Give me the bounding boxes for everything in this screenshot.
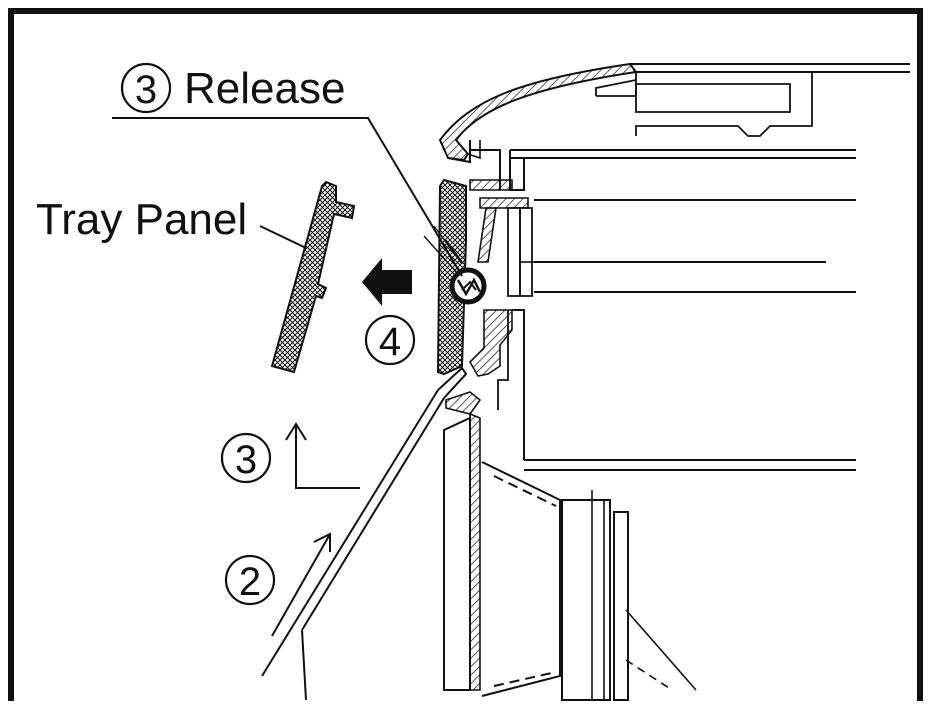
step-4-circle [364,314,416,366]
release-callout: 3 Release [112,62,463,277]
arrow-diagonal-icon [271,532,331,637]
diagram-frame [8,8,923,706]
release-latch-highlight [449,267,487,305]
step-2-number: 2 [239,560,261,604]
release-leader-line [112,117,463,277]
arrow-up-right-angle-icon [285,422,360,489]
chassis-lines [509,149,856,471]
tray-panel-callout: Tray Panel [36,195,307,249]
tray-panel-removed [270,180,356,374]
top-cover [438,62,910,190]
pry-tool [261,366,468,701]
tray-panel-label: Tray Panel [36,195,247,244]
step-3-release-number: 3 [135,68,157,112]
arrow-left-icon [362,258,412,306]
step-2-group: 2 [224,532,331,637]
step-3-release-circle [120,62,172,114]
loader-mechanism [481,461,697,701]
step-3-circle [220,432,272,484]
step-2-circle [224,554,276,606]
release-label: Release [184,64,345,113]
step-3-group: 3 [220,422,360,489]
step-4-number: 4 [379,320,401,364]
release-spark-lines [423,225,463,275]
tray-panel-leader-line [259,225,307,249]
step-3-number: 3 [235,438,257,482]
bezel-frame [443,179,534,691]
step-4-group: 4 [362,258,416,366]
